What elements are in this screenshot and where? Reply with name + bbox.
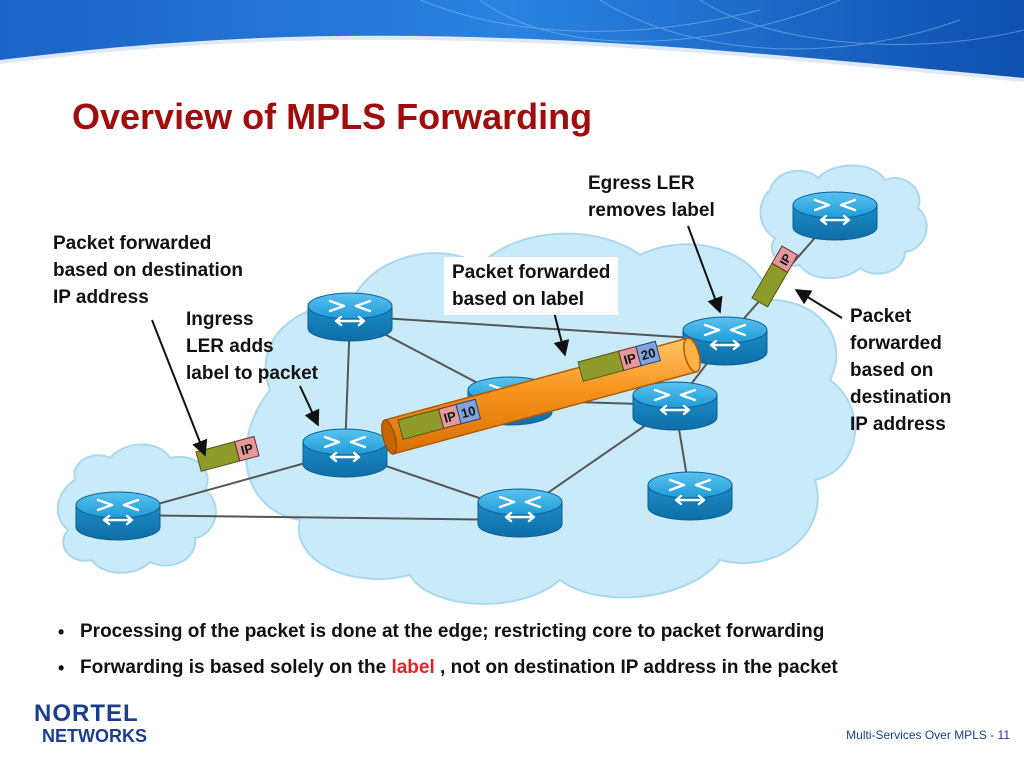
callout-line: IP address (850, 414, 946, 435)
packet-ip-label: IP (442, 408, 458, 426)
router-icon (477, 488, 563, 538)
packet-icon: IP 20 (577, 340, 662, 382)
router-icon (75, 491, 161, 541)
bullet-highlight: label (391, 657, 435, 678)
bullet-text: , not on destination IP address in the p… (434, 657, 838, 678)
callout-line: based on destination (53, 260, 244, 281)
logo-line-1: NORTEL (34, 700, 139, 727)
bullet-text: Processing of the packet is done at the … (80, 621, 825, 642)
callout-ingress-ler: Ingress LER adds label to packet (186, 306, 318, 387)
arrow-icon (553, 311, 570, 357)
packet-ip-label: IP (239, 440, 255, 458)
callout-right-destination-ip: Packet forwarded based on destination IP… (850, 303, 951, 438)
header-banner (0, 0, 1024, 82)
arrow-icon (151, 319, 208, 457)
callout-line: destination (850, 387, 952, 408)
callout-egress-ler: Egress LER removes label (588, 170, 715, 224)
callout-line: based on (850, 360, 934, 381)
callout-line: Egress LER (588, 173, 695, 194)
callout-core-label: Packet forwarded based on label (444, 257, 619, 315)
callout-line: forwarded (850, 333, 942, 354)
packet-icon: IP 10 (397, 398, 482, 440)
callout-line: Packet forwarded (53, 233, 212, 254)
packet-icon: IP (751, 245, 799, 308)
mpls-network-diagram: IP IP 10 IP 20 IP (56, 164, 928, 605)
bullet-item: Processing of the packet is done at the … (58, 620, 998, 644)
bullet-list: Processing of the packet is done at the … (58, 620, 998, 692)
arrow-icon (687, 225, 723, 314)
arrow-icon (299, 385, 320, 427)
callout-line: IP address (53, 287, 149, 308)
logo-line-2: NETWORKS (42, 726, 147, 746)
bullet-item: Forwarding is based solely on the label … (58, 656, 998, 680)
slide-footer: Multi-Services Over MPLS - 11 (846, 728, 1010, 742)
router-icon (682, 316, 768, 366)
router-icon (307, 292, 393, 342)
callout-line: Ingress (186, 309, 254, 330)
bullet-text: Forwarding is based solely on the (80, 657, 392, 678)
callout-line: Packet (850, 306, 912, 327)
slide-title: Overview of MPLS Forwarding (72, 96, 593, 137)
callout-line: LER adds (186, 336, 274, 357)
router-icon (792, 191, 878, 241)
callout-line: label to packet (186, 363, 318, 384)
packet-label-value: 10 (459, 403, 477, 421)
router-icon (647, 471, 733, 521)
router-icon (302, 428, 388, 478)
callout-line: removes label (588, 200, 715, 221)
nortel-networks-logo: NORTEL NETWORKS (34, 700, 147, 747)
packet-label-value: 20 (639, 345, 657, 363)
router-icon (632, 381, 718, 431)
callout-line: based on label (452, 289, 584, 310)
callout-left-destination-ip: Packet forwarded based on destination IP… (53, 230, 243, 311)
callout-line: Packet forwarded (452, 262, 611, 283)
arrow-icon (794, 289, 843, 319)
packet-ip-label: IP (622, 350, 638, 368)
callout-arrows (151, 225, 843, 457)
